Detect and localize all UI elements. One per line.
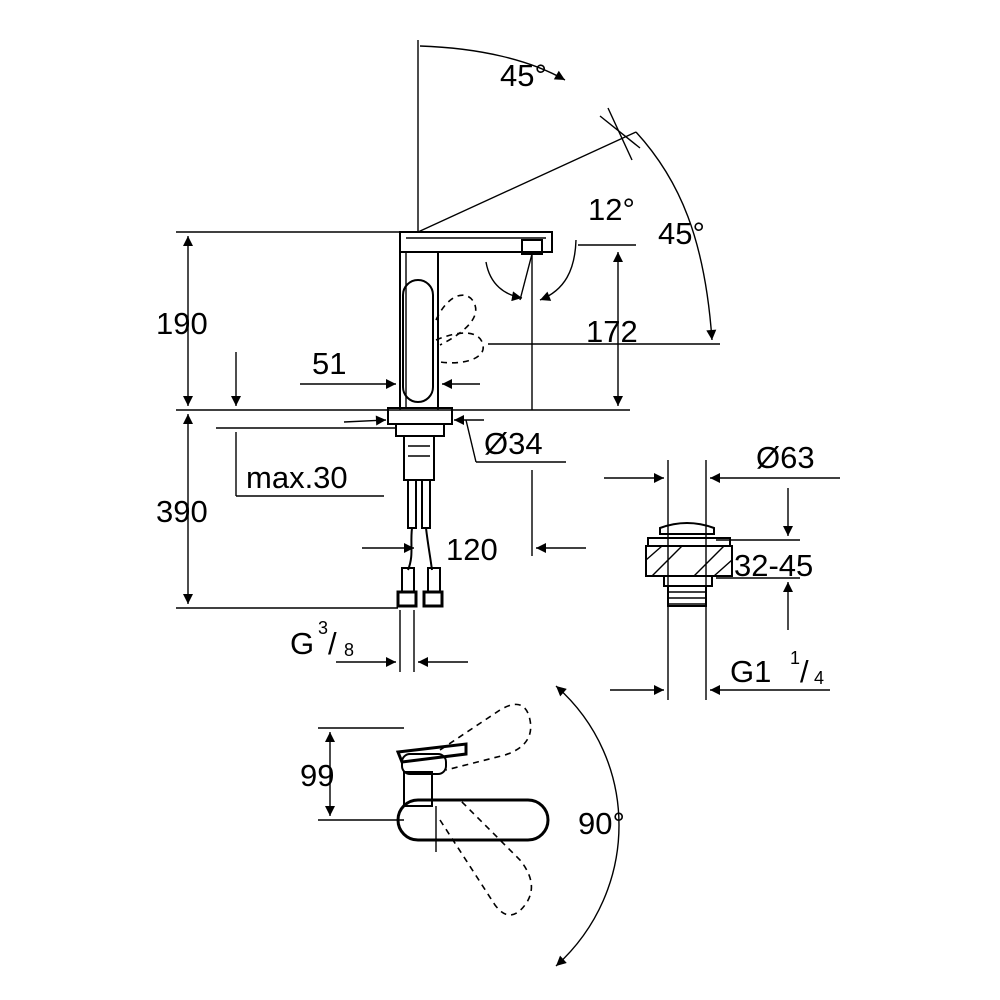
waste-thread-numerator: 1: [790, 648, 800, 668]
waste-valve-view: [604, 460, 840, 700]
spout-height-label: 172: [586, 314, 638, 349]
faucet-side-view: [387, 40, 553, 608]
body-width-label: 51: [312, 346, 346, 381]
swivel-angle-right-label: 45°: [658, 216, 705, 251]
handle-height-label: 99: [300, 758, 334, 793]
spout-reach-label: 120: [446, 532, 498, 567]
body-width-dimension: [300, 370, 480, 410]
base-diameter-label: Ø34: [484, 426, 543, 461]
handle-rotation-label: 90°: [578, 806, 625, 841]
waste-diameter-label: Ø63: [756, 440, 815, 475]
base-diameter-dimension: [343, 415, 566, 463]
total-height-dimension: [176, 231, 630, 411]
spout-tilt-angle-label: 12°: [588, 192, 635, 227]
swivel-angle-top-label: 45°: [500, 58, 547, 93]
spout-height-dimension: [488, 252, 720, 406]
swivel-angle-annotations: [417, 45, 717, 410]
waste-range-label: 32-45: [734, 548, 813, 583]
supply-connection-dimension: [336, 610, 468, 672]
spout-reach-dimension: [362, 470, 586, 556]
fraction-slash: /: [800, 654, 809, 689]
fraction-slash: /: [328, 626, 337, 661]
supply-connection-denominator: 8: [344, 640, 354, 660]
supply-connection-numerator: 3: [318, 618, 328, 638]
deck-thickness-dimension: [216, 352, 396, 497]
deck-thickness-label: max.30: [246, 460, 348, 495]
below-deck-dimension: [176, 414, 398, 609]
faucet-top-view: [318, 685, 620, 967]
supply-connection-label: G: [290, 626, 314, 661]
total-height-label: 190: [156, 306, 208, 341]
waste-thread-denominator: 4: [814, 668, 824, 688]
waste-thread-label: G1: [730, 654, 771, 689]
below-deck-label: 390: [156, 494, 208, 529]
